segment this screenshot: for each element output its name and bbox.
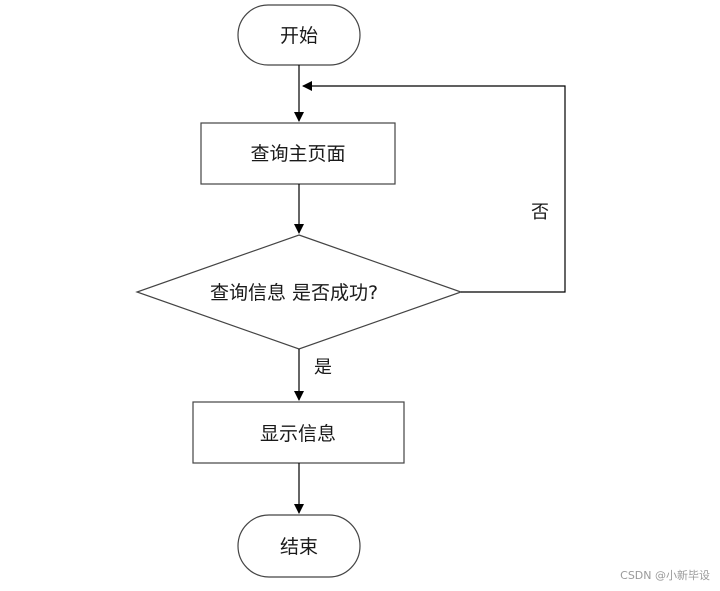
end-node [237,514,361,578]
no-label: 否 [531,202,549,223]
yes-label: 是 [314,357,332,378]
query-home-node [200,122,396,185]
decision-label: 查询信息 是否成功? [210,282,378,304]
watermark: CSDN @小新毕设 [620,569,710,582]
query-home-label: 查询主页面 [250,143,345,165]
show-info-node [192,401,405,464]
start-label: 开始 [280,25,318,47]
edge-no-loop-back [302,81,566,293]
end-label: 结束 [280,536,318,558]
show-info-label: 显示信息 [260,423,336,445]
